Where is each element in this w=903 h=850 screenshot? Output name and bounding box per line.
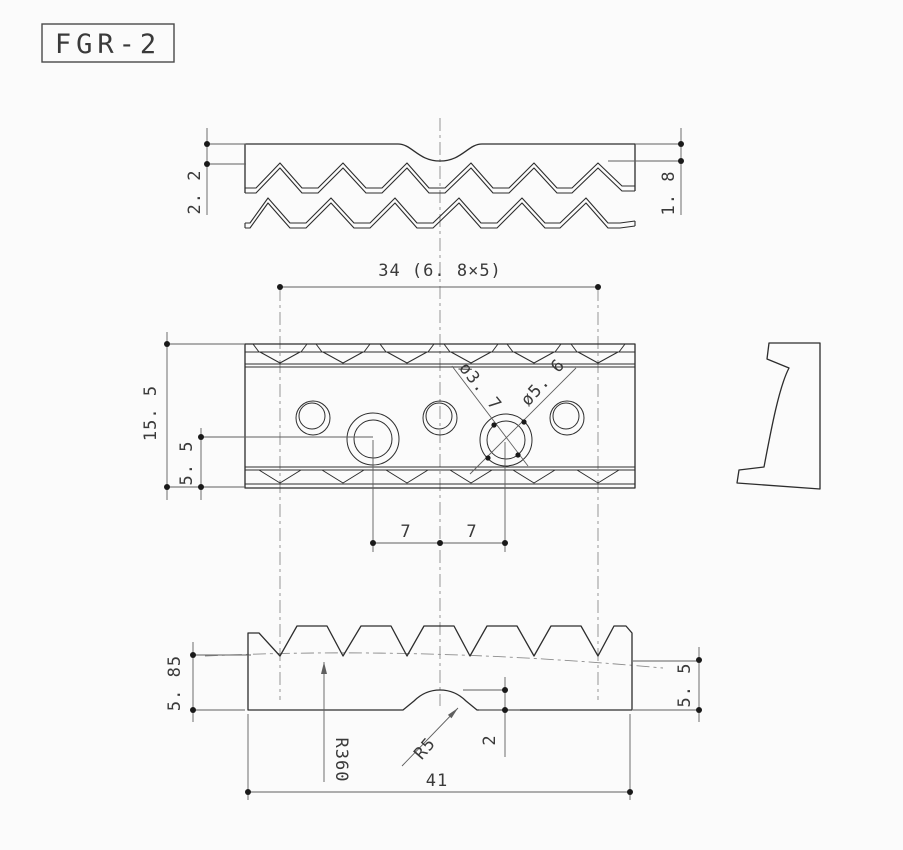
zigzag-row2-upper (245, 197, 636, 224)
title-block: FGR-2 (41, 23, 175, 63)
front-view-body (244, 343, 636, 489)
dim-5-85-lines (192, 642, 251, 722)
side-view (736, 342, 821, 490)
dim-hole-center-height: 5. 5 (177, 441, 197, 486)
center-lines (204, 118, 664, 706)
dim-notch-radius: R5 (410, 734, 440, 764)
front-view (244, 343, 636, 489)
string-hole-right-inner (486, 420, 526, 460)
screw-hole-right-outer (549, 400, 585, 436)
screw-hole-left-outer (295, 400, 331, 436)
dim-41-lines (247, 714, 631, 800)
fingerboard-radius-curve (204, 652, 664, 669)
dim-2-2-lines (206, 128, 246, 215)
bottom-view-outline (247, 625, 633, 711)
dim-7-7-lines (372, 440, 506, 552)
dim-hole-pitch-right: 7 (466, 522, 477, 542)
zigzag-row1-upper (245, 162, 635, 189)
dim-top-thickness-right: 1. 8 (659, 171, 679, 216)
screw-hole-middle-outer (422, 400, 458, 436)
front-bottom-serration-band (245, 466, 635, 485)
front-top-serration-band (245, 343, 635, 368)
dim-hole-pitch-left: 7 (400, 522, 411, 542)
dim-notch-height: 2 (480, 734, 500, 745)
screw-hole-left-inner (298, 402, 326, 430)
r5-arrowhead-icon (447, 708, 458, 719)
dim-overall-height: 15. 5 (141, 385, 161, 441)
band-lines-bottom (245, 466, 635, 485)
dim-base-radius: R360 (331, 738, 351, 783)
bottom-view (247, 625, 633, 711)
screw-hole-middle-inner (425, 402, 453, 430)
dim-base-left-height: 5. 85 (165, 655, 185, 711)
leader-dia-3-7 (451, 365, 529, 467)
dim-15-5-lines (166, 332, 245, 500)
string-hole-right-outer (479, 413, 533, 467)
dimension-lines (166, 128, 700, 800)
leader-r5 (401, 707, 459, 767)
top-view (244, 143, 636, 229)
zigzag-row2-caps (244, 221, 636, 228)
zigzag-row2-lower (245, 202, 636, 229)
zigzag-row1-lower (245, 167, 635, 194)
side-profile-outline (736, 342, 821, 490)
title-border (41, 23, 175, 63)
screw-hole-right-inner (552, 402, 580, 430)
dim-base-right-height: 5. 5 (675, 663, 695, 708)
dim-top-thickness-left: 2. 2 (185, 170, 205, 215)
band-lines-top (245, 351, 635, 368)
band-v-notches-top (259, 351, 619, 364)
part-number-label: FGR-2 (55, 29, 161, 60)
band-ticks-top (252, 343, 626, 353)
top-view-outline (244, 143, 636, 193)
r360-arrowhead-icon (321, 662, 327, 674)
band-chevrons-bottom (258, 469, 620, 484)
dim-string-span: 34 (6. 8×5) (378, 261, 502, 281)
dim-overall-width: 41 (426, 771, 448, 791)
dimension-dots (164, 141, 702, 795)
